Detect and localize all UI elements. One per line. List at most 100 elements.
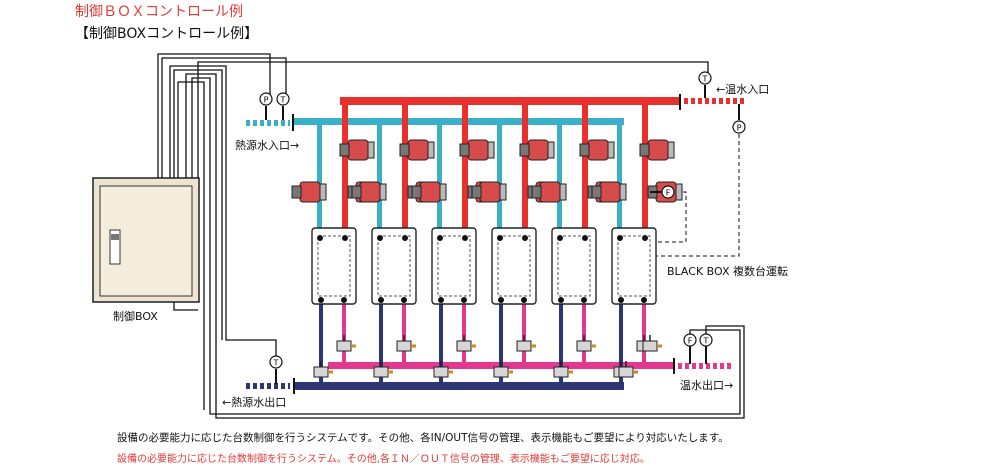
heat-source-return-valve bbox=[373, 366, 389, 378]
heat-source-return-valve bbox=[433, 366, 449, 378]
unit-port bbox=[377, 235, 383, 241]
signal-line-f bbox=[656, 191, 687, 243]
black-box-label: BLACK BOX 複数台運転 bbox=[667, 265, 788, 278]
unit-port bbox=[582, 235, 588, 241]
flow-sensor-icon bbox=[683, 333, 697, 347]
unit-port bbox=[497, 235, 503, 241]
cable-7 bbox=[191, 77, 741, 415]
unit-port bbox=[402, 235, 408, 241]
heat-source-pump-body bbox=[419, 181, 441, 203]
heat-source-return-valve bbox=[313, 366, 329, 378]
control-box-cabinet bbox=[92, 177, 200, 303]
hot-return-valve bbox=[516, 340, 532, 352]
pressure-sensor-icon bbox=[732, 120, 746, 134]
upper-pump-body bbox=[347, 139, 369, 161]
heat-source-pump-flange bbox=[619, 183, 627, 201]
sensors: P T T P F T F T bbox=[259, 71, 746, 384]
upper-pump-motor bbox=[459, 143, 470, 157]
heat-pump-unit bbox=[491, 227, 537, 305]
upper-pump-motor bbox=[639, 143, 650, 157]
unit-port bbox=[521, 297, 527, 303]
control-box-handle bbox=[109, 229, 121, 265]
hot-return-valve bbox=[456, 340, 472, 352]
sensor-letter: T bbox=[703, 337, 709, 346]
unit-port bbox=[318, 297, 324, 303]
temperature-sensor-icon bbox=[276, 92, 290, 106]
upper-pump-flange bbox=[667, 141, 675, 159]
unit-panel bbox=[437, 235, 471, 297]
heat-source-return-riser bbox=[379, 300, 383, 386]
cable-6 bbox=[185, 73, 745, 419]
heat-source-supply-riser bbox=[437, 122, 442, 234]
heat-source-pump-motor bbox=[471, 185, 482, 199]
sensor-letter: F bbox=[666, 189, 671, 198]
heat-source-pump-flange bbox=[439, 183, 447, 201]
upper-pump-flange bbox=[367, 141, 375, 159]
temperature-sensor-icon bbox=[269, 355, 283, 369]
description-note-red: 設備の必要能力に応じた台数制御を行うシステム。その他,各ＩＮ／ＯＵＴ信号の管理、… bbox=[117, 454, 650, 465]
signal-line-p bbox=[656, 134, 740, 257]
hot-supply-header bbox=[340, 97, 680, 105]
heat-source-pump-motor bbox=[531, 185, 542, 199]
heat-source-supply-riser bbox=[497, 122, 502, 234]
unit-port bbox=[401, 297, 407, 303]
hot-supply-riser bbox=[402, 101, 408, 235]
unit-port bbox=[342, 235, 348, 241]
unit-port bbox=[522, 235, 528, 241]
upper-pump-flange bbox=[547, 141, 555, 159]
heat-source-return-header bbox=[294, 382, 624, 390]
hot-return-outlet-valve bbox=[642, 340, 658, 352]
upper-pump-motor bbox=[519, 143, 530, 157]
upper-pump-flange bbox=[427, 141, 435, 159]
unit-port bbox=[378, 297, 384, 303]
upper-pump-flange bbox=[607, 141, 615, 159]
temperature-sensor-icon bbox=[699, 333, 713, 347]
hot-return-riser bbox=[402, 300, 406, 362]
upper-pump-body bbox=[467, 139, 489, 161]
unit-panel bbox=[377, 235, 411, 297]
hot-supply-riser bbox=[462, 101, 468, 235]
pipe-stubs bbox=[246, 94, 744, 394]
heat-source-supply-riser bbox=[557, 122, 562, 234]
heat-source-pump-body bbox=[359, 181, 381, 203]
hot-return-riser bbox=[582, 300, 586, 362]
sensor-letter: P bbox=[264, 96, 269, 105]
heat-source-return-riser bbox=[439, 300, 443, 386]
hot-return-valve bbox=[396, 340, 412, 352]
heat-source-pump-motor bbox=[591, 185, 602, 199]
unit-panel bbox=[557, 235, 591, 297]
control-box-label: 制御BOX bbox=[113, 310, 158, 323]
pressure-sensor-icon bbox=[259, 92, 273, 106]
temperature-sensor-icon bbox=[698, 71, 712, 85]
hot-supply-riser bbox=[522, 101, 528, 235]
sensor-letter: T bbox=[273, 359, 279, 368]
heat-source-outlet-label: ←熱源水出口 bbox=[222, 396, 287, 409]
unit-port bbox=[461, 297, 467, 303]
cable-3 bbox=[197, 61, 709, 188]
upper-pump-motor bbox=[399, 143, 410, 157]
hot-water-outlet-label: 温水出口→ bbox=[680, 379, 734, 392]
hot-return-riser bbox=[522, 300, 526, 362]
signal-dashed-lines bbox=[656, 134, 740, 257]
heat-source-pump-body bbox=[599, 181, 621, 203]
unit-port bbox=[558, 297, 564, 303]
sensor-letter: T bbox=[280, 96, 286, 105]
unit-port bbox=[642, 235, 648, 241]
unit-panel bbox=[497, 235, 531, 297]
heat-source-pump-body bbox=[539, 181, 561, 203]
hot-return-valve bbox=[336, 340, 352, 352]
heat-pump-units bbox=[291, 101, 683, 386]
unit-port bbox=[462, 235, 468, 241]
upper-pump-body bbox=[587, 139, 609, 161]
page-title: 制御ＢＯＸコントロール例 bbox=[75, 4, 243, 20]
unit-port bbox=[317, 235, 323, 241]
unit-port bbox=[641, 297, 647, 303]
heat-source-return-riser bbox=[319, 300, 323, 386]
heat-pump-unit bbox=[611, 227, 657, 305]
unit-port bbox=[437, 235, 443, 241]
hot-return-riser bbox=[642, 300, 646, 362]
heat-source-supply-header bbox=[292, 118, 624, 125]
hot-water-inlet-label: ←温水入口 bbox=[716, 83, 770, 96]
unit-port bbox=[341, 297, 347, 303]
heat-source-supply-riser bbox=[317, 122, 322, 234]
